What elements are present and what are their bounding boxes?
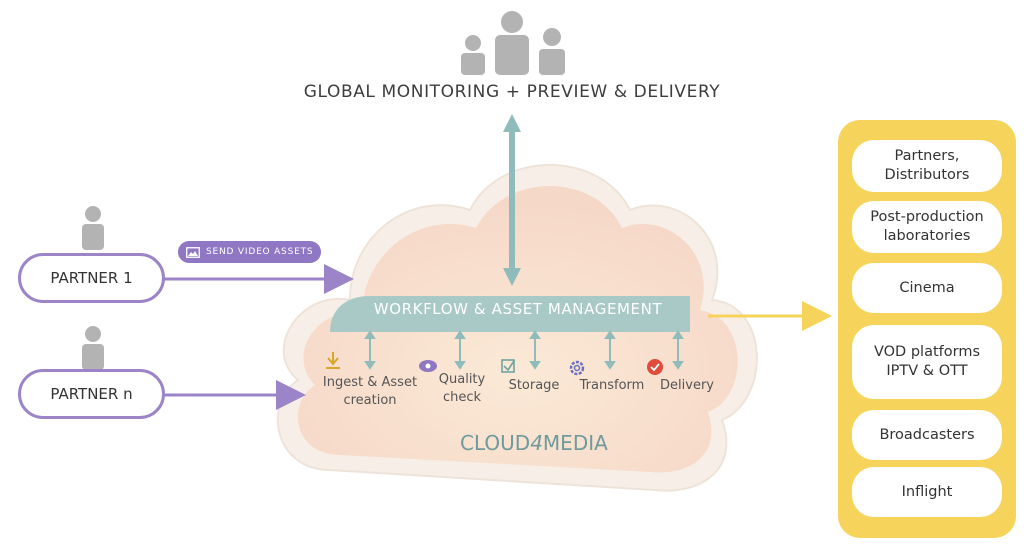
partner-n-person-icon — [82, 326, 104, 370]
step-delivery: Delivery — [660, 378, 714, 393]
step-arrows — [364, 330, 684, 370]
download-icon — [326, 352, 340, 369]
destination-vod: VOD platforms IPTV & OTT — [852, 325, 1002, 399]
monitoring-double-arrow — [503, 114, 521, 286]
destination-cinema: Cinema — [852, 263, 1002, 313]
partner-n-box: PARTNER n — [18, 369, 165, 419]
eye-icon — [419, 360, 437, 372]
destination-inflight: Inflight — [852, 467, 1002, 517]
checkbox-icon — [501, 359, 515, 373]
partner-n-label: PARTNER n — [50, 385, 133, 403]
check-circle-icon — [647, 359, 663, 375]
partner-1-box: PARTNER 1 — [18, 253, 165, 303]
destination-partners-distributors: Partners, Distributors — [852, 140, 1002, 192]
partner-1-person-icon — [82, 206, 104, 250]
destination-broadcasters: Broadcasters — [852, 410, 1002, 460]
send-video-assets-label: SEND VIDEO ASSETS — [206, 247, 314, 257]
workflow-banner-label: WORKFLOW & ASSET MANAGEMENT — [373, 300, 663, 318]
step-quality-check: Quality check — [438, 372, 486, 405]
send-video-assets-badge: SEND VIDEO ASSETS — [178, 241, 322, 263]
image-icon — [186, 246, 200, 258]
partner-1-label: PARTNER 1 — [50, 269, 133, 287]
cloud4media-logo: CLOUD4MEDIA — [460, 431, 608, 455]
people-group-icon — [461, 11, 565, 75]
gear-icon — [569, 360, 585, 376]
page-title: GLOBAL MONITORING + PREVIEW & DELIVERY — [303, 82, 721, 102]
destination-post-production: Post-production laboratories — [852, 201, 1002, 253]
step-transform: Transform — [579, 378, 645, 393]
banner-band — [330, 296, 690, 332]
step-storage: Storage — [508, 378, 560, 393]
step-ingest: Ingest & Asset creation — [322, 375, 418, 408]
